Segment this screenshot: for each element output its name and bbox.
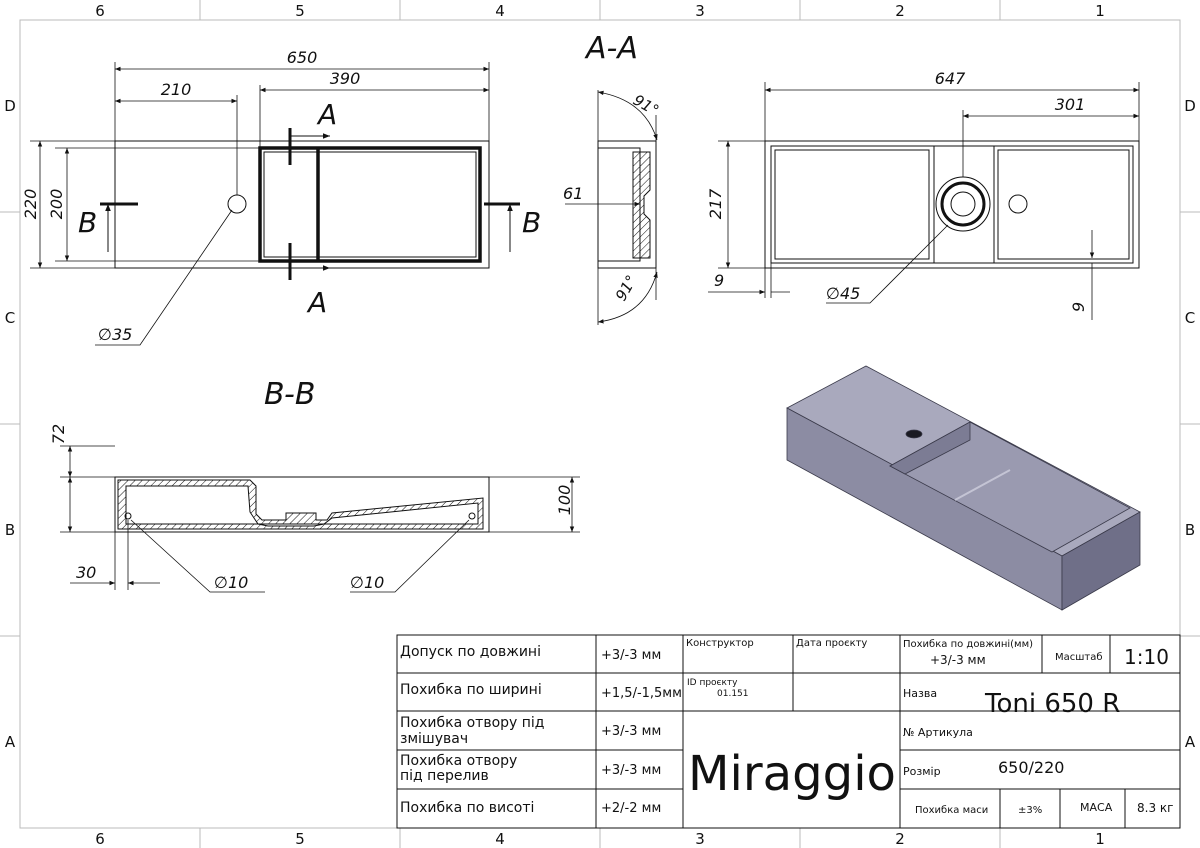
dim-9-right: 9 — [1069, 302, 1088, 312]
tolerance-mixer-hole-value: +3/-3 мм — [601, 724, 661, 739]
zone-col-1-top: 1 — [1095, 2, 1105, 20]
zone-col-6-bottom: 6 — [95, 830, 105, 848]
dim-91-bottom: 91° — [612, 272, 641, 304]
length-tolerance-header: Похибка по довжині(мм) — [903, 638, 1033, 650]
rear-view-outline — [764, 140, 1140, 269]
tolerance-length-label: Допуск по довжині — [400, 644, 541, 660]
zone-col-2-bottom: 2 — [895, 830, 905, 848]
section-aa-labels: 91° 91° 61 — [563, 91, 662, 304]
rear-view-labels: 647 301 217 9 9 ∅45 — [706, 69, 1088, 312]
cut-label-b-left: B — [78, 206, 97, 239]
overflow-hole — [1008, 194, 1028, 214]
zone-row-b-right: B — [1185, 521, 1195, 539]
zone-col-2-top: 2 — [895, 2, 905, 20]
tolerance-overflow-hole-label-2: під перелив — [400, 768, 489, 784]
zone-col-1-bottom: 1 — [1095, 830, 1105, 848]
zone-col-4-top: 4 — [495, 2, 505, 20]
zone-col-3-bottom: 3 — [695, 830, 705, 848]
dim-200: 200 — [47, 189, 66, 220]
project-id-label: ID проєкту — [687, 678, 738, 688]
section-aa-title: A-A — [584, 31, 638, 66]
mass-tolerance-label: Похибка маси — [915, 805, 988, 816]
tolerance-mixer-hole-label-2: змішувач — [400, 731, 468, 747]
dim-diameter-35: ∅35 — [98, 325, 132, 344]
section-bb-view — [60, 445, 580, 593]
zone-row-c-right: C — [1185, 309, 1195, 327]
dim-diameter-10-right: ∅10 — [350, 573, 384, 592]
brand-logo: Miraggio — [688, 746, 896, 802]
tap-hole — [227, 194, 247, 214]
zone-col-5-top: 5 — [295, 2, 305, 20]
zone-row-b-left: B — [5, 521, 15, 539]
section-aa-view — [565, 90, 658, 325]
size-label: Розмір — [903, 765, 941, 778]
size-value: 650/220 — [998, 758, 1064, 777]
tolerance-length-value: +3/-3 мм — [601, 648, 661, 663]
tolerance-width-label: Похибка по ширині — [400, 682, 542, 698]
dim-91-top: 91° — [630, 91, 662, 120]
iso-side-face — [1061, 511, 1141, 611]
zone-row-d-right: D — [1184, 97, 1196, 115]
project-id-value: 01.151 — [717, 689, 749, 699]
mass-label: МАСА — [1080, 801, 1113, 814]
top-view-labels: 650 210 390 220 200 ∅35 A A B B — [21, 48, 541, 344]
zone-col-3-top: 3 — [695, 2, 705, 20]
dim-210: 210 — [161, 80, 192, 99]
zone-col-5-bottom: 5 — [295, 830, 305, 848]
isometric-render — [786, 365, 1141, 611]
name-label: Назва — [903, 687, 937, 700]
dim-30: 30 — [76, 563, 96, 582]
drain-hole — [935, 176, 991, 232]
title-block — [396, 634, 1181, 829]
dim-390: 390 — [330, 69, 361, 88]
dim-diameter-45: ∅45 — [826, 284, 860, 303]
dim-301: 301 — [1055, 95, 1086, 114]
cut-label-b-right: B — [522, 206, 541, 239]
scale-label: Масштаб — [1055, 652, 1103, 663]
constructor-label: Конструктор — [686, 638, 754, 649]
tolerance-height-value: +2/-2 мм — [601, 801, 661, 816]
dim-220: 220 — [21, 189, 40, 220]
frame-zone-labels: 6 5 4 3 2 1 6 5 4 3 2 1 D C B A D C B A — [4, 2, 1196, 848]
project-date-label: Дата проєкту — [796, 638, 867, 649]
zone-row-c-left: C — [5, 309, 15, 327]
mass-value: 8.3 кг — [1137, 801, 1173, 815]
mass-tolerance-value: ±3% — [1018, 805, 1042, 816]
cut-label-a-bottom: A — [306, 286, 327, 319]
scale-value: 1:10 — [1124, 645, 1169, 669]
tolerance-overflow-hole-label-1: Похибка отвору — [400, 753, 517, 769]
title-block-text: Допуск по довжині +3/-3 мм Похибка по ши… — [400, 638, 1173, 816]
zone-col-4-bottom: 4 — [495, 830, 505, 848]
rear-view — [708, 82, 1140, 320]
zone-row-a-left: A — [5, 733, 16, 751]
zone-row-d-left: D — [4, 97, 16, 115]
top-view — [30, 62, 520, 346]
dim-72: 72 — [49, 424, 68, 444]
dim-9-left: 9 — [714, 271, 724, 290]
dim-61: 61 — [563, 184, 583, 203]
dim-diameter-10-left: ∅10 — [214, 573, 248, 592]
zone-row-a-right: A — [1185, 733, 1196, 751]
top-view-basin — [258, 146, 482, 263]
tolerance-overflow-hole-value: +3/-3 мм — [601, 763, 661, 778]
tolerance-mixer-hole-label-1: Похибка отвору під — [400, 715, 544, 731]
dim-650: 650 — [287, 48, 318, 67]
tolerance-width-value: +1,5/-1,5мм — [601, 686, 682, 701]
section-bb-title: B-B — [264, 377, 315, 412]
article-label: № Артикула — [903, 726, 973, 739]
product-name: Toni 650 R — [984, 689, 1120, 719]
tolerance-height-label: Похибка по висоті — [400, 800, 534, 816]
dim-217: 217 — [706, 188, 725, 219]
section-aa-outline — [597, 140, 657, 269]
top-view-outline — [114, 140, 490, 269]
dim-647: 647 — [935, 69, 966, 88]
length-tolerance-header-value: +3/-3 мм — [930, 653, 986, 667]
section-bb-labels: 72 100 30 ∅10 ∅10 — [49, 424, 574, 592]
cut-label-a-top: A — [316, 98, 337, 131]
zone-col-6-top: 6 — [95, 2, 105, 20]
dim-100: 100 — [555, 485, 574, 516]
